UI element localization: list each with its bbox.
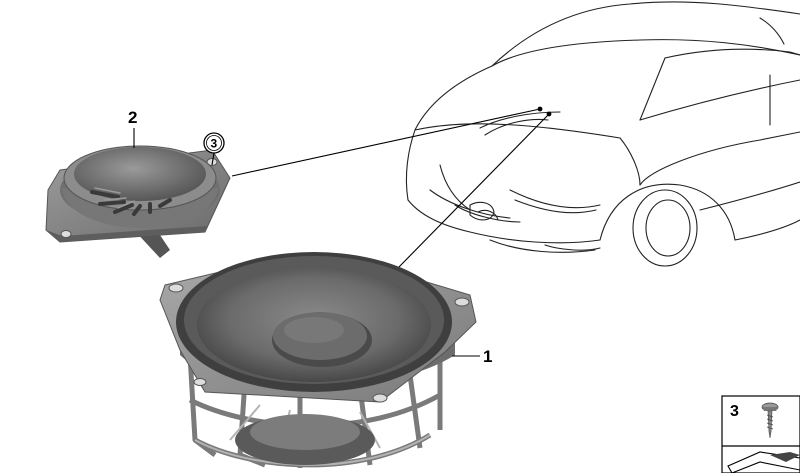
leader-lines [231,108,550,269]
clip-icon [727,451,800,473]
midrange-speaker [159,252,477,468]
callout-3: 3 [203,132,225,166]
car-outline [405,1,800,267]
callout-2: 2 [128,108,137,148]
screw-icon [761,402,779,439]
legend-screw-number: 3 [730,403,739,420]
tweeter-leader-line [231,108,541,177]
tweeter-speaker [45,145,231,258]
callout-1-label: 1 [483,347,492,366]
callout-3-label: 3 [211,137,218,151]
car-location-markers [537,106,552,117]
midrange-leader-line [397,113,550,269]
legend-box: 3 [721,395,800,473]
callout-1: 1 [452,347,492,366]
callout-2-label: 2 [128,108,137,127]
